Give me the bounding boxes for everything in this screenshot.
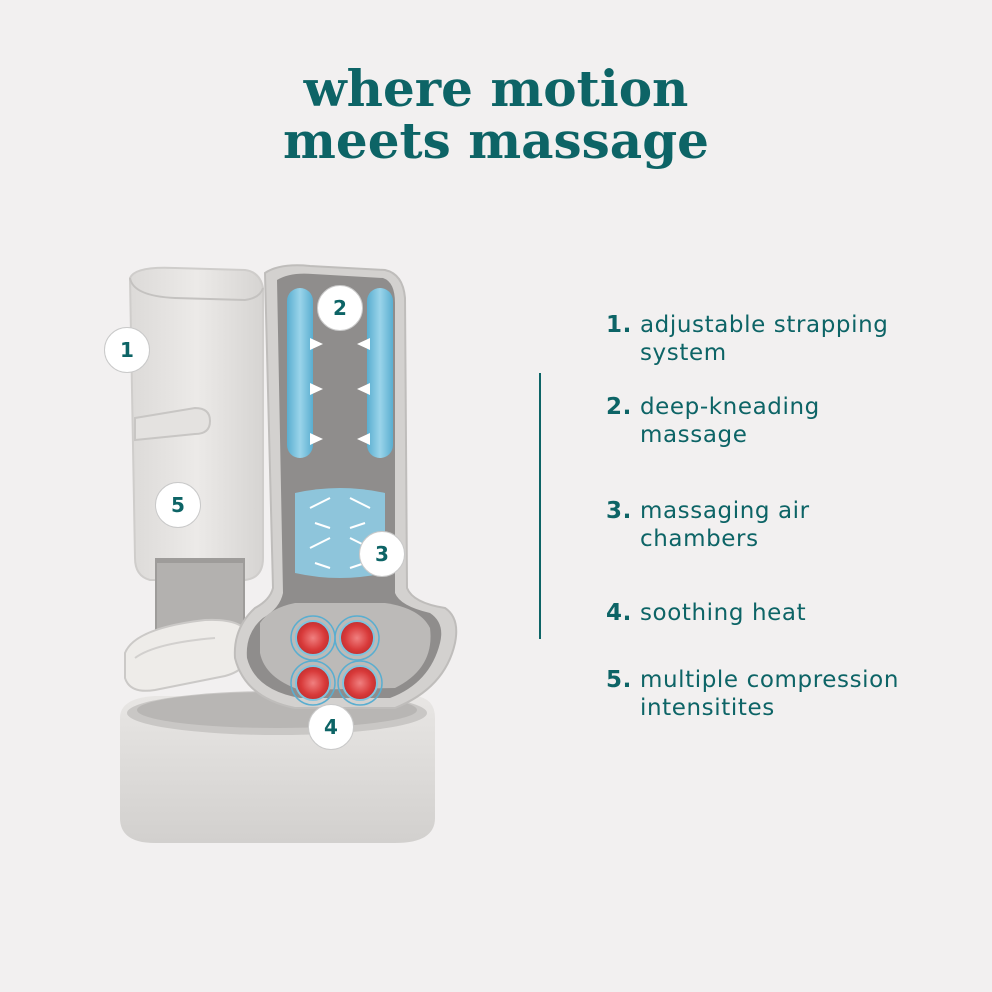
headline-line-1: where motion: [303, 59, 689, 118]
vertical-divider: [539, 373, 541, 639]
feature-item: 1. adjustable strapping system: [606, 311, 888, 367]
feature-text: adjustable strapping system: [639, 312, 889, 366]
badge-1: 1: [104, 327, 150, 373]
feature-text: multiple compression intensitites: [639, 667, 900, 721]
feature-text: soothing heat: [639, 600, 807, 626]
feature-number: 2.: [606, 394, 632, 420]
right-open-sleeve: [233, 264, 458, 709]
kneading-arrows: [310, 338, 370, 445]
feature-item: 3. massaging air chambers: [606, 497, 810, 553]
feature-item: 5. multiple compression intensitites: [606, 666, 899, 722]
feature-number: 4.: [606, 600, 632, 626]
badge-5: 5: [155, 482, 201, 528]
feature-text: massaging air chambers: [639, 498, 810, 552]
base-cushion: [120, 691, 435, 843]
feature-number: 5.: [606, 667, 632, 693]
feature-text: deep-kneading massage: [639, 394, 820, 448]
headline-line-2: meets massage: [283, 111, 709, 170]
badge-4: 4: [308, 704, 354, 750]
feature-item: 4. soothing heat: [606, 599, 806, 627]
feature-item: 2. deep-kneading massage: [606, 393, 820, 449]
heat-pads: [290, 615, 383, 706]
leg-massager-illustration: [120, 264, 458, 843]
badge-3: 3: [359, 531, 405, 577]
badge-2: 2: [317, 285, 363, 331]
feature-number: 3.: [606, 498, 632, 524]
feature-number: 1.: [606, 312, 632, 338]
